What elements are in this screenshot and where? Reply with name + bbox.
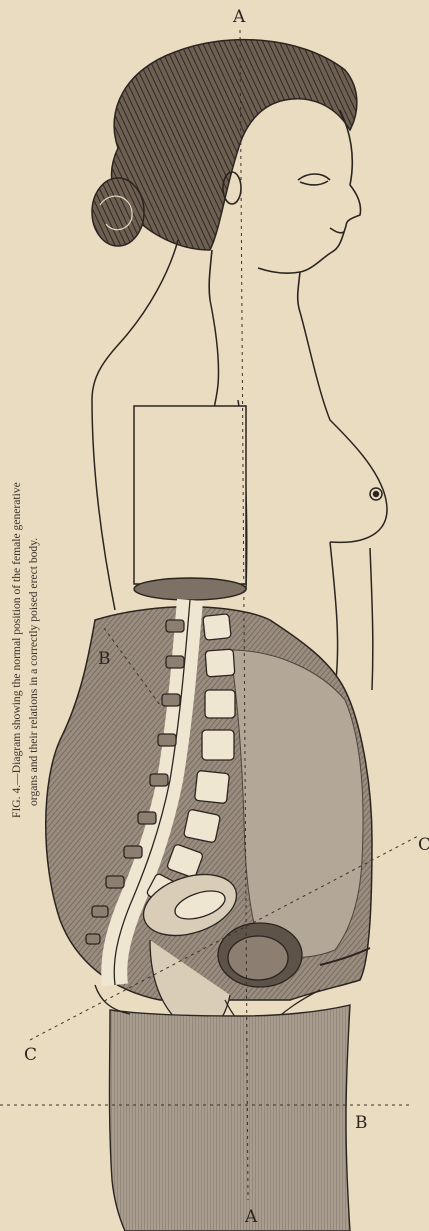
label-a-top: A [232,7,246,27]
hair [92,40,357,250]
label-a-bottom: A [244,1207,258,1227]
arm-cut [134,406,246,600]
label-b-left: B [98,649,111,669]
legs [95,985,350,1231]
figure-caption: FIG. 4.—Diagram showing the normal posit… [10,482,40,818]
label-c-left: C [24,1045,37,1065]
label-c-right: C [418,835,429,855]
caption-line-1: FIG. 4.—Diagram showing the normal posit… [10,482,23,818]
label-b-right: B [355,1113,368,1133]
caption-line-2: organs and their relations in a correctl… [27,538,40,806]
